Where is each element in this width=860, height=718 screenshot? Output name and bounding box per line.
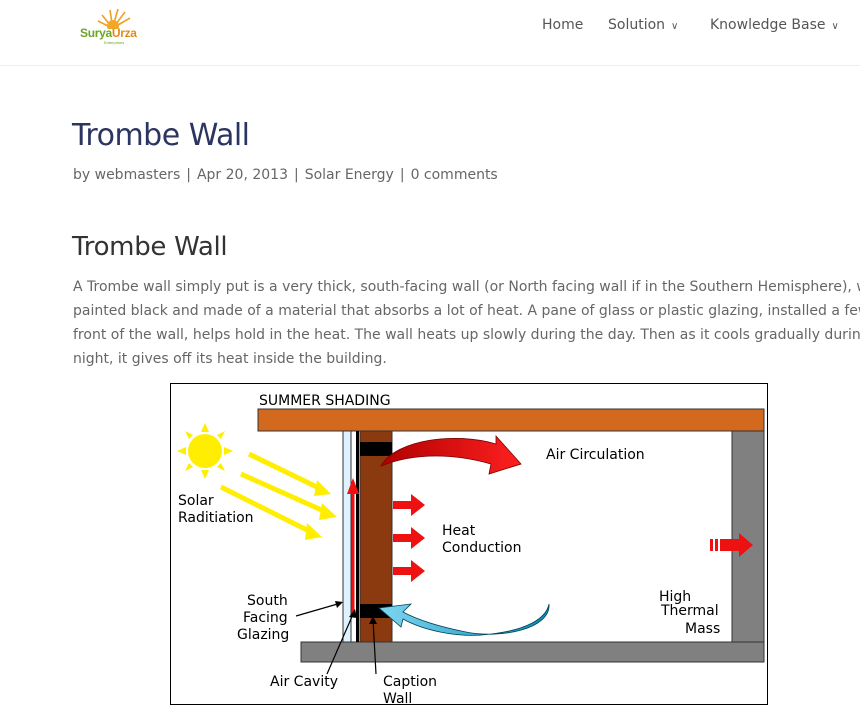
- air-cavity-line: [356, 431, 359, 642]
- solar-label-2: Raditiation: [178, 510, 254, 526]
- chevron-down-icon: ∨: [831, 21, 839, 32]
- solar-ray-arrowheads: [305, 480, 337, 540]
- section-heading: Trombe Wall: [72, 232, 228, 262]
- mass-label-3: Mass: [685, 621, 720, 637]
- site-logo[interactable]: SuryaUrza Enterprises: [78, 7, 158, 51]
- cool-air-return-arrow: [378, 603, 550, 636]
- post-paragraph: A Trombe wall simply put is a very thick…: [73, 275, 860, 371]
- paragraph-line: night, it gives off its heat inside the …: [73, 351, 387, 367]
- glazing-label-1: South: [247, 593, 288, 609]
- mass-label-2: Thermal: [660, 603, 719, 619]
- post-meta: by webmasters|Apr 20, 2013|Solar Energy|…: [73, 167, 498, 183]
- solar-rays: [219, 451, 328, 535]
- glazing-label-3: Glazing: [237, 627, 289, 643]
- sun-logo-icon: [97, 8, 131, 32]
- chevron-down-icon: ∨: [671, 21, 679, 32]
- paragraph-line: painted black and made of a material tha…: [73, 303, 860, 319]
- glazing-label-2: Facing: [243, 610, 288, 626]
- trombe-wall-diagram: SUMMER SHADING: [170, 383, 768, 706]
- nav-item-solution[interactable]: Solution ∨: [608, 17, 678, 33]
- caption-wall-label-1: Caption: [383, 674, 437, 690]
- post-title: Trombe Wall: [72, 118, 250, 153]
- air-circulation-label: Air Circulation: [546, 447, 645, 463]
- air-circulation-arrow: [380, 434, 522, 475]
- south-facing-glazing: [342, 430, 352, 643]
- summer-shading-label: SUMMER SHADING: [259, 393, 391, 409]
- nav-item-knowledge-base[interactable]: Knowledge Base ∨: [710, 17, 839, 33]
- heat-conduction-arrows: [393, 494, 425, 582]
- paragraph-line: front of the wall, helps hold in the hea…: [73, 327, 860, 343]
- solar-label-1: Solar: [178, 493, 214, 509]
- site-header: SuryaUrza Enterprises Home Solution ∨ Kno…: [0, 0, 860, 66]
- rising-air-arrowhead: [347, 478, 359, 494]
- air-cavity-leader-head: [349, 609, 357, 618]
- logo-text: SuryaUrza: [80, 26, 137, 40]
- logo-subtitle: Enterprises: [104, 40, 125, 45]
- comments-link[interactable]: 0 comments: [410, 167, 498, 183]
- floor-slab: [300, 641, 765, 663]
- diagram-svg: SUMMER SHADING: [177, 393, 765, 706]
- caption-wall-label-2: Wall: [383, 691, 412, 706]
- summer-shading-roof: [257, 408, 765, 432]
- upper-vent: [360, 442, 392, 456]
- author-link[interactable]: by webmasters: [73, 167, 181, 183]
- nav-item-home[interactable]: Home: [542, 17, 583, 33]
- heat-label-2: Conduction: [442, 540, 522, 556]
- caption-wall-leader: [372, 618, 377, 675]
- paragraph-line: A Trombe wall simply put is a very thick…: [73, 279, 860, 295]
- nav-label-home: Home: [542, 17, 584, 33]
- nav-label-knowledge-base: Knowledge Base: [710, 17, 826, 33]
- sun-icon: [177, 423, 233, 479]
- mass-label-1: High: [659, 589, 691, 605]
- category-link[interactable]: Solar Energy: [304, 167, 394, 183]
- nav-label-solution: Solution: [608, 17, 666, 33]
- air-cavity-label: Air Cavity: [270, 674, 338, 690]
- caption-wall-leader-head: [369, 616, 377, 624]
- thermal-mass-heat-arrow: [710, 533, 753, 557]
- post-date: Apr 20, 2013: [196, 167, 288, 183]
- air-cavity-leader: [326, 611, 355, 675]
- heat-label-1: Heat: [442, 523, 476, 539]
- thermal-mass-wall: [731, 430, 765, 643]
- glazing-leader-head: [335, 601, 343, 608]
- glazing-leader: [295, 602, 342, 617]
